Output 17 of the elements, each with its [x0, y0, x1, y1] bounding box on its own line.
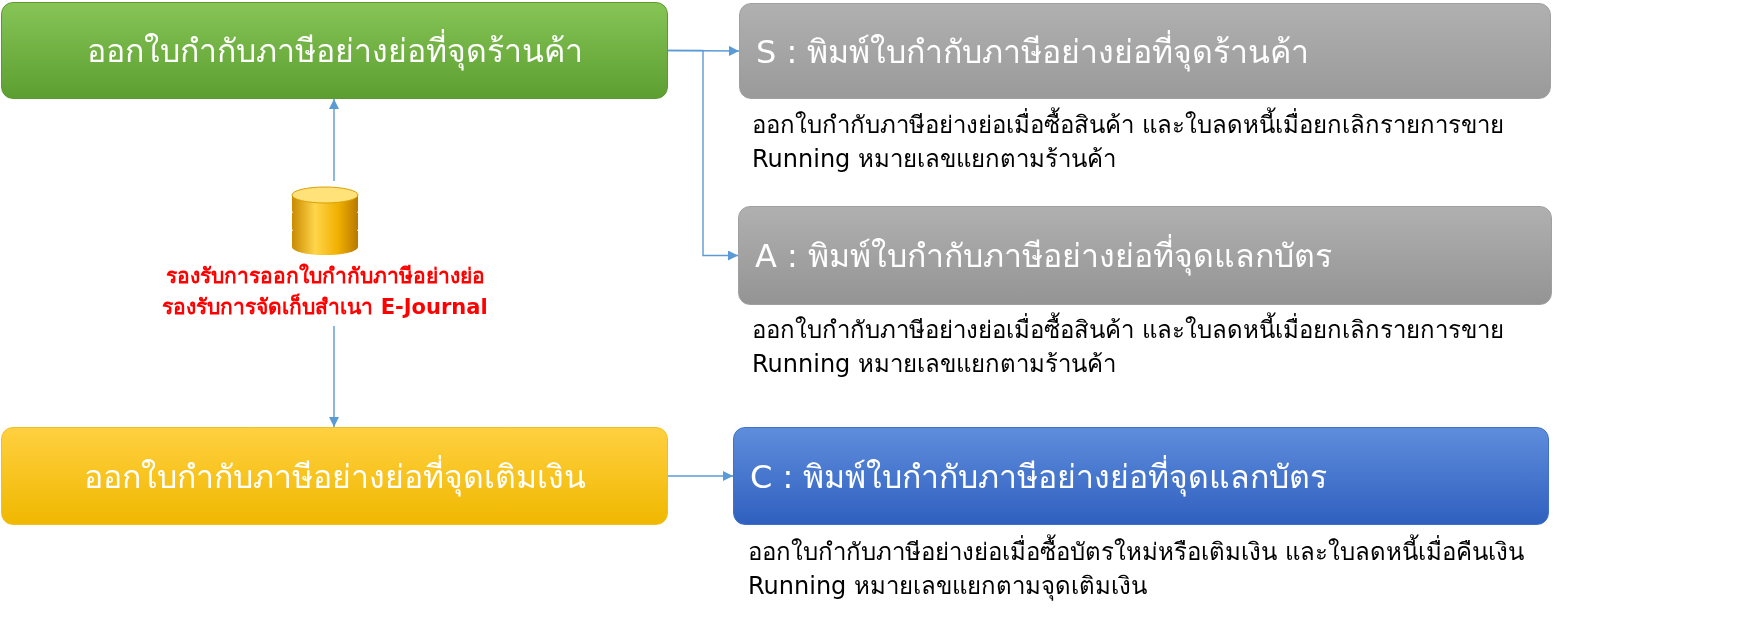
output-box: S : พิมพ์ใบกำกับภาษีอย่างย่อที่จุดร้านค้า — [739, 3, 1551, 99]
arrow — [667, 471, 734, 481]
process-box: ออกใบกำกับภาษีอย่างย่อที่จุดเติมเงิน — [1, 427, 668, 525]
arrow — [329, 325, 339, 428]
note-text: รองรับการจัดเก็บสำเนา E-Journal — [161, 292, 489, 321]
output-box: C : พิมพ์ใบกำกับภาษีอย่างย่อที่จุดแลกบัตร — [733, 427, 1549, 525]
process-box: ออกใบกำกับภาษีอย่างย่อที่จุดร้านค้า — [1, 2, 668, 99]
note-text: Running หมายเลขแยกตามร้านค้า — [752, 144, 1117, 175]
note-text: ออกใบกำกับภาษีอย่างย่อเมื่อซื้อบัตรใหม่หรือเติมเงิน และใบลดหนี้เมื่อคืนเงิน — [748, 535, 1524, 569]
note-text: ออกใบกำกับภาษีอย่างย่อเมื่อซื้อสินค้า และใบลดหนี้เมื่อยกเลิกรายการขาย — [752, 313, 1504, 347]
arrow — [667, 49, 739, 261]
note-text: รองรับการออกใบกำกับภาษีอย่างย่อ — [164, 262, 486, 290]
note-text: Running หมายเลขแยกตามร้านค้า — [752, 349, 1117, 380]
output-box: A : พิมพ์ใบกำกับภาษีอย่างย่อที่จุดแลกบัตร — [738, 206, 1552, 305]
arrow — [329, 98, 339, 182]
note-text: Running หมายเลขแยกตามจุดเติมเงิน — [748, 571, 1148, 603]
note-text: ออกใบกำกับภาษีอย่างย่อเมื่อซื้อสินค้า และใบลดหนี้เมื่อยกเลิกรายการขาย — [752, 108, 1504, 142]
